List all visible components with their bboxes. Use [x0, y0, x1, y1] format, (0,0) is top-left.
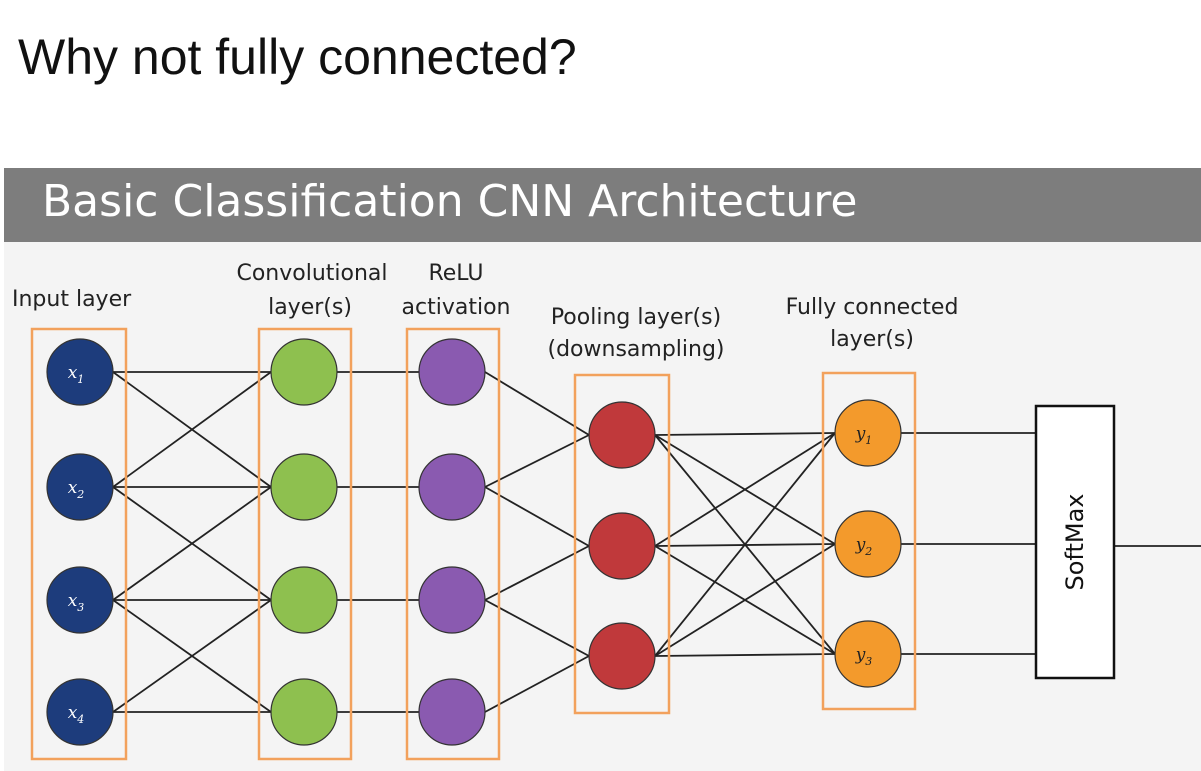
- edge-input-conv: [112, 486, 272, 601]
- softmax-label: SoftMax: [1061, 494, 1089, 591]
- banner-title: Basic Classification CNN Architecture: [42, 176, 858, 227]
- pool-node: [588, 512, 656, 580]
- slide-title: Why not fully connected?: [18, 29, 577, 85]
- fc-node: [834, 620, 902, 688]
- edge-relu-pool: [484, 545, 590, 601]
- fc-layer-label: Fully connected: [786, 295, 959, 320]
- pool-node: [588, 622, 656, 690]
- pool-layer-label: (downsampling): [548, 337, 725, 362]
- conv-node: [270, 566, 338, 634]
- edge-input-conv: [112, 371, 272, 488]
- input-node: [46, 453, 114, 521]
- conv-node: [270, 678, 338, 746]
- conv-layer-box: [257, 327, 353, 761]
- relu-node: [418, 678, 486, 746]
- conv-node: [270, 338, 338, 406]
- fc-node: [834, 399, 902, 467]
- layer-boxes: SoftMax: [30, 327, 1116, 761]
- edge-pool-fc: [654, 432, 836, 547]
- layer-labels: Input layer Convolutional layer(s) ReLU acti…: [12, 261, 958, 362]
- input-layer-label: Input layer: [12, 287, 132, 312]
- pool-node: [588, 401, 656, 469]
- relu-layer-label: ReLU: [428, 261, 483, 286]
- edge-pool-fc: [654, 432, 836, 657]
- relu-layer-box: [405, 327, 501, 761]
- fc-layer-box: [821, 371, 917, 711]
- fc-node: [834, 510, 902, 578]
- relu-node: [418, 566, 486, 634]
- input-node: [46, 566, 114, 634]
- input-layer-box: [30, 327, 128, 761]
- input-node: [46, 338, 114, 406]
- edge-relu-pool: [484, 486, 590, 547]
- pool-layer-label: Pooling layer(s): [551, 305, 721, 330]
- conv-layer-label: Convolutional: [236, 261, 387, 286]
- relu-node: [418, 453, 486, 521]
- edge-pool-fc: [654, 653, 836, 657]
- edge-pool-fc: [654, 543, 836, 657]
- edge-input-conv: [112, 599, 272, 713]
- edge-relu-pool: [484, 371, 590, 436]
- pool-layer-box: [573, 373, 671, 715]
- edge-pool-fc: [654, 432, 836, 436]
- fc-layer-label: layer(s): [830, 327, 914, 352]
- conv-layer-label: layer(s): [268, 295, 352, 320]
- edge-relu-pool: [484, 599, 590, 657]
- edge-relu-pool: [484, 655, 590, 713]
- relu-node: [418, 338, 486, 406]
- relu-layer-label: activation: [402, 295, 511, 320]
- edge-relu-pool: [484, 434, 590, 488]
- input-node: [46, 678, 114, 746]
- banner: Basic Classification CNN Architecture: [4, 168, 1201, 242]
- softmax-box: [1034, 404, 1116, 680]
- conv-node: [270, 453, 338, 521]
